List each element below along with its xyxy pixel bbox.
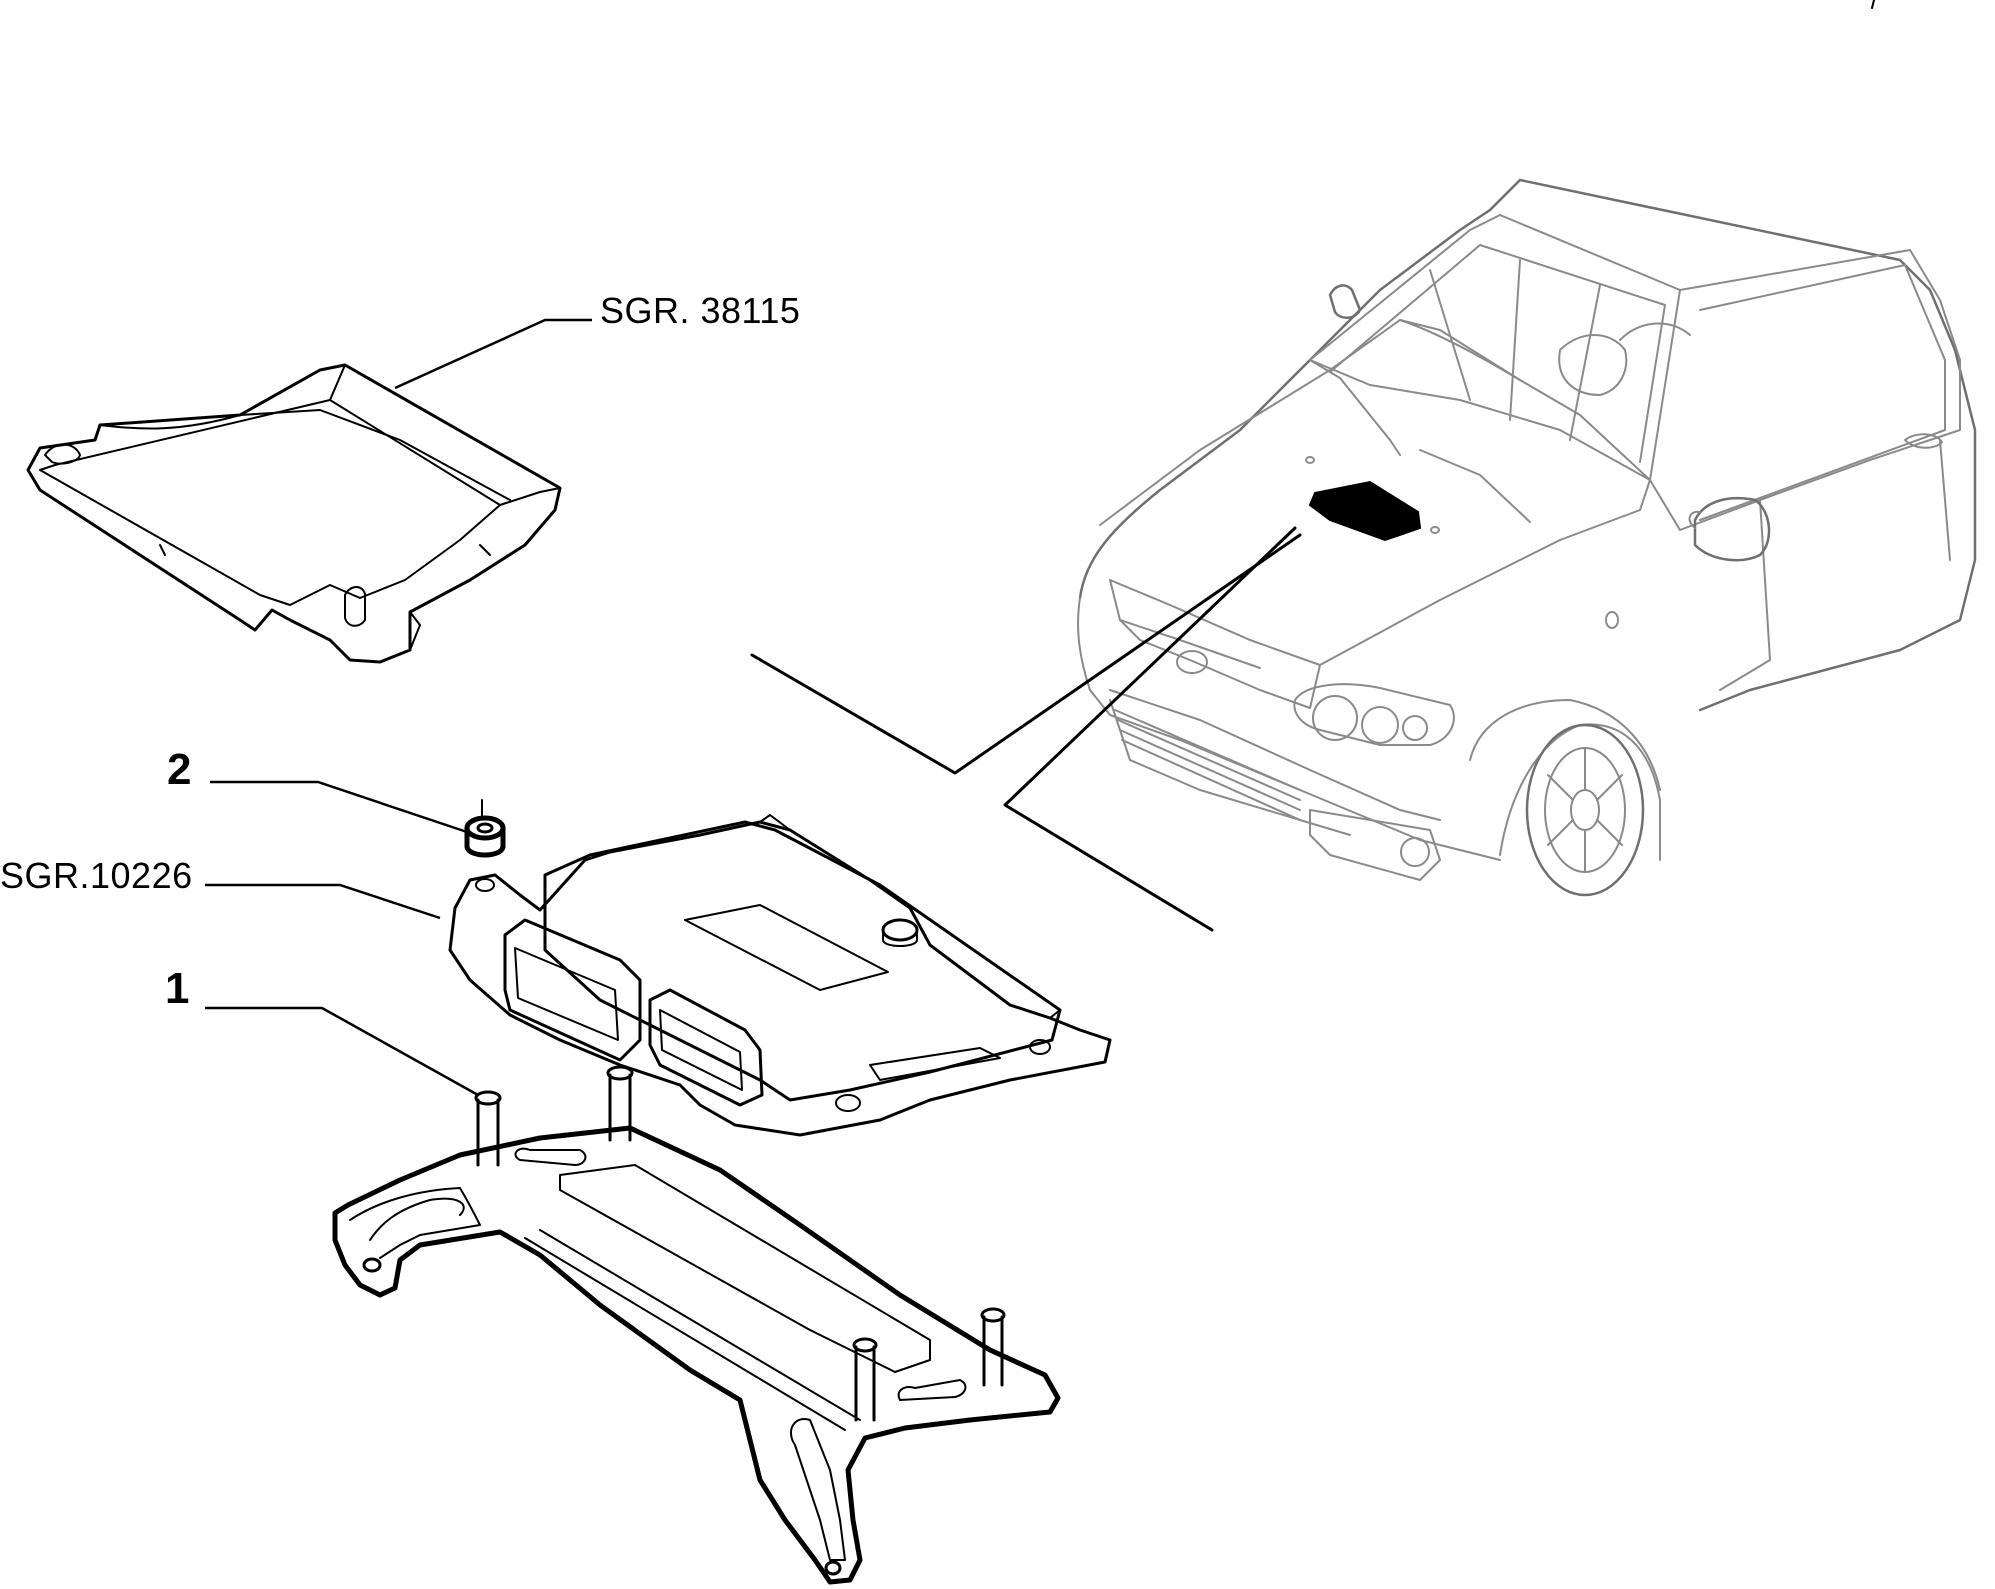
ecu-cover (26, 363, 562, 664)
callout-cover-ref: SGR. 38115 (600, 290, 801, 331)
pointer-line-lower (1003, 526, 1297, 932)
leader-bolt (205, 1006, 479, 1097)
callout-bolt-number: 1 (165, 964, 190, 1013)
bolt-a (474, 1090, 502, 1167)
ecu-module (448, 814, 1112, 1137)
callout-ecu-ref: SGR.10226 (0, 855, 193, 896)
mounting-bracket (332, 1125, 1061, 1585)
ecu-location-marker (1308, 480, 1422, 542)
leader-ecu (205, 883, 441, 920)
callout-nut-number: 2 (167, 745, 192, 794)
bolts (474, 1065, 1006, 1422)
leader-cover (394, 318, 592, 390)
leader-nut (210, 780, 471, 835)
car-illustration (1077, 178, 1977, 897)
nut (464, 799, 506, 858)
pointer-line-upper (750, 533, 1302, 775)
bolt-c (852, 1337, 878, 1422)
corner-tick (1871, 0, 1875, 9)
bolt-d (980, 1307, 1006, 1387)
